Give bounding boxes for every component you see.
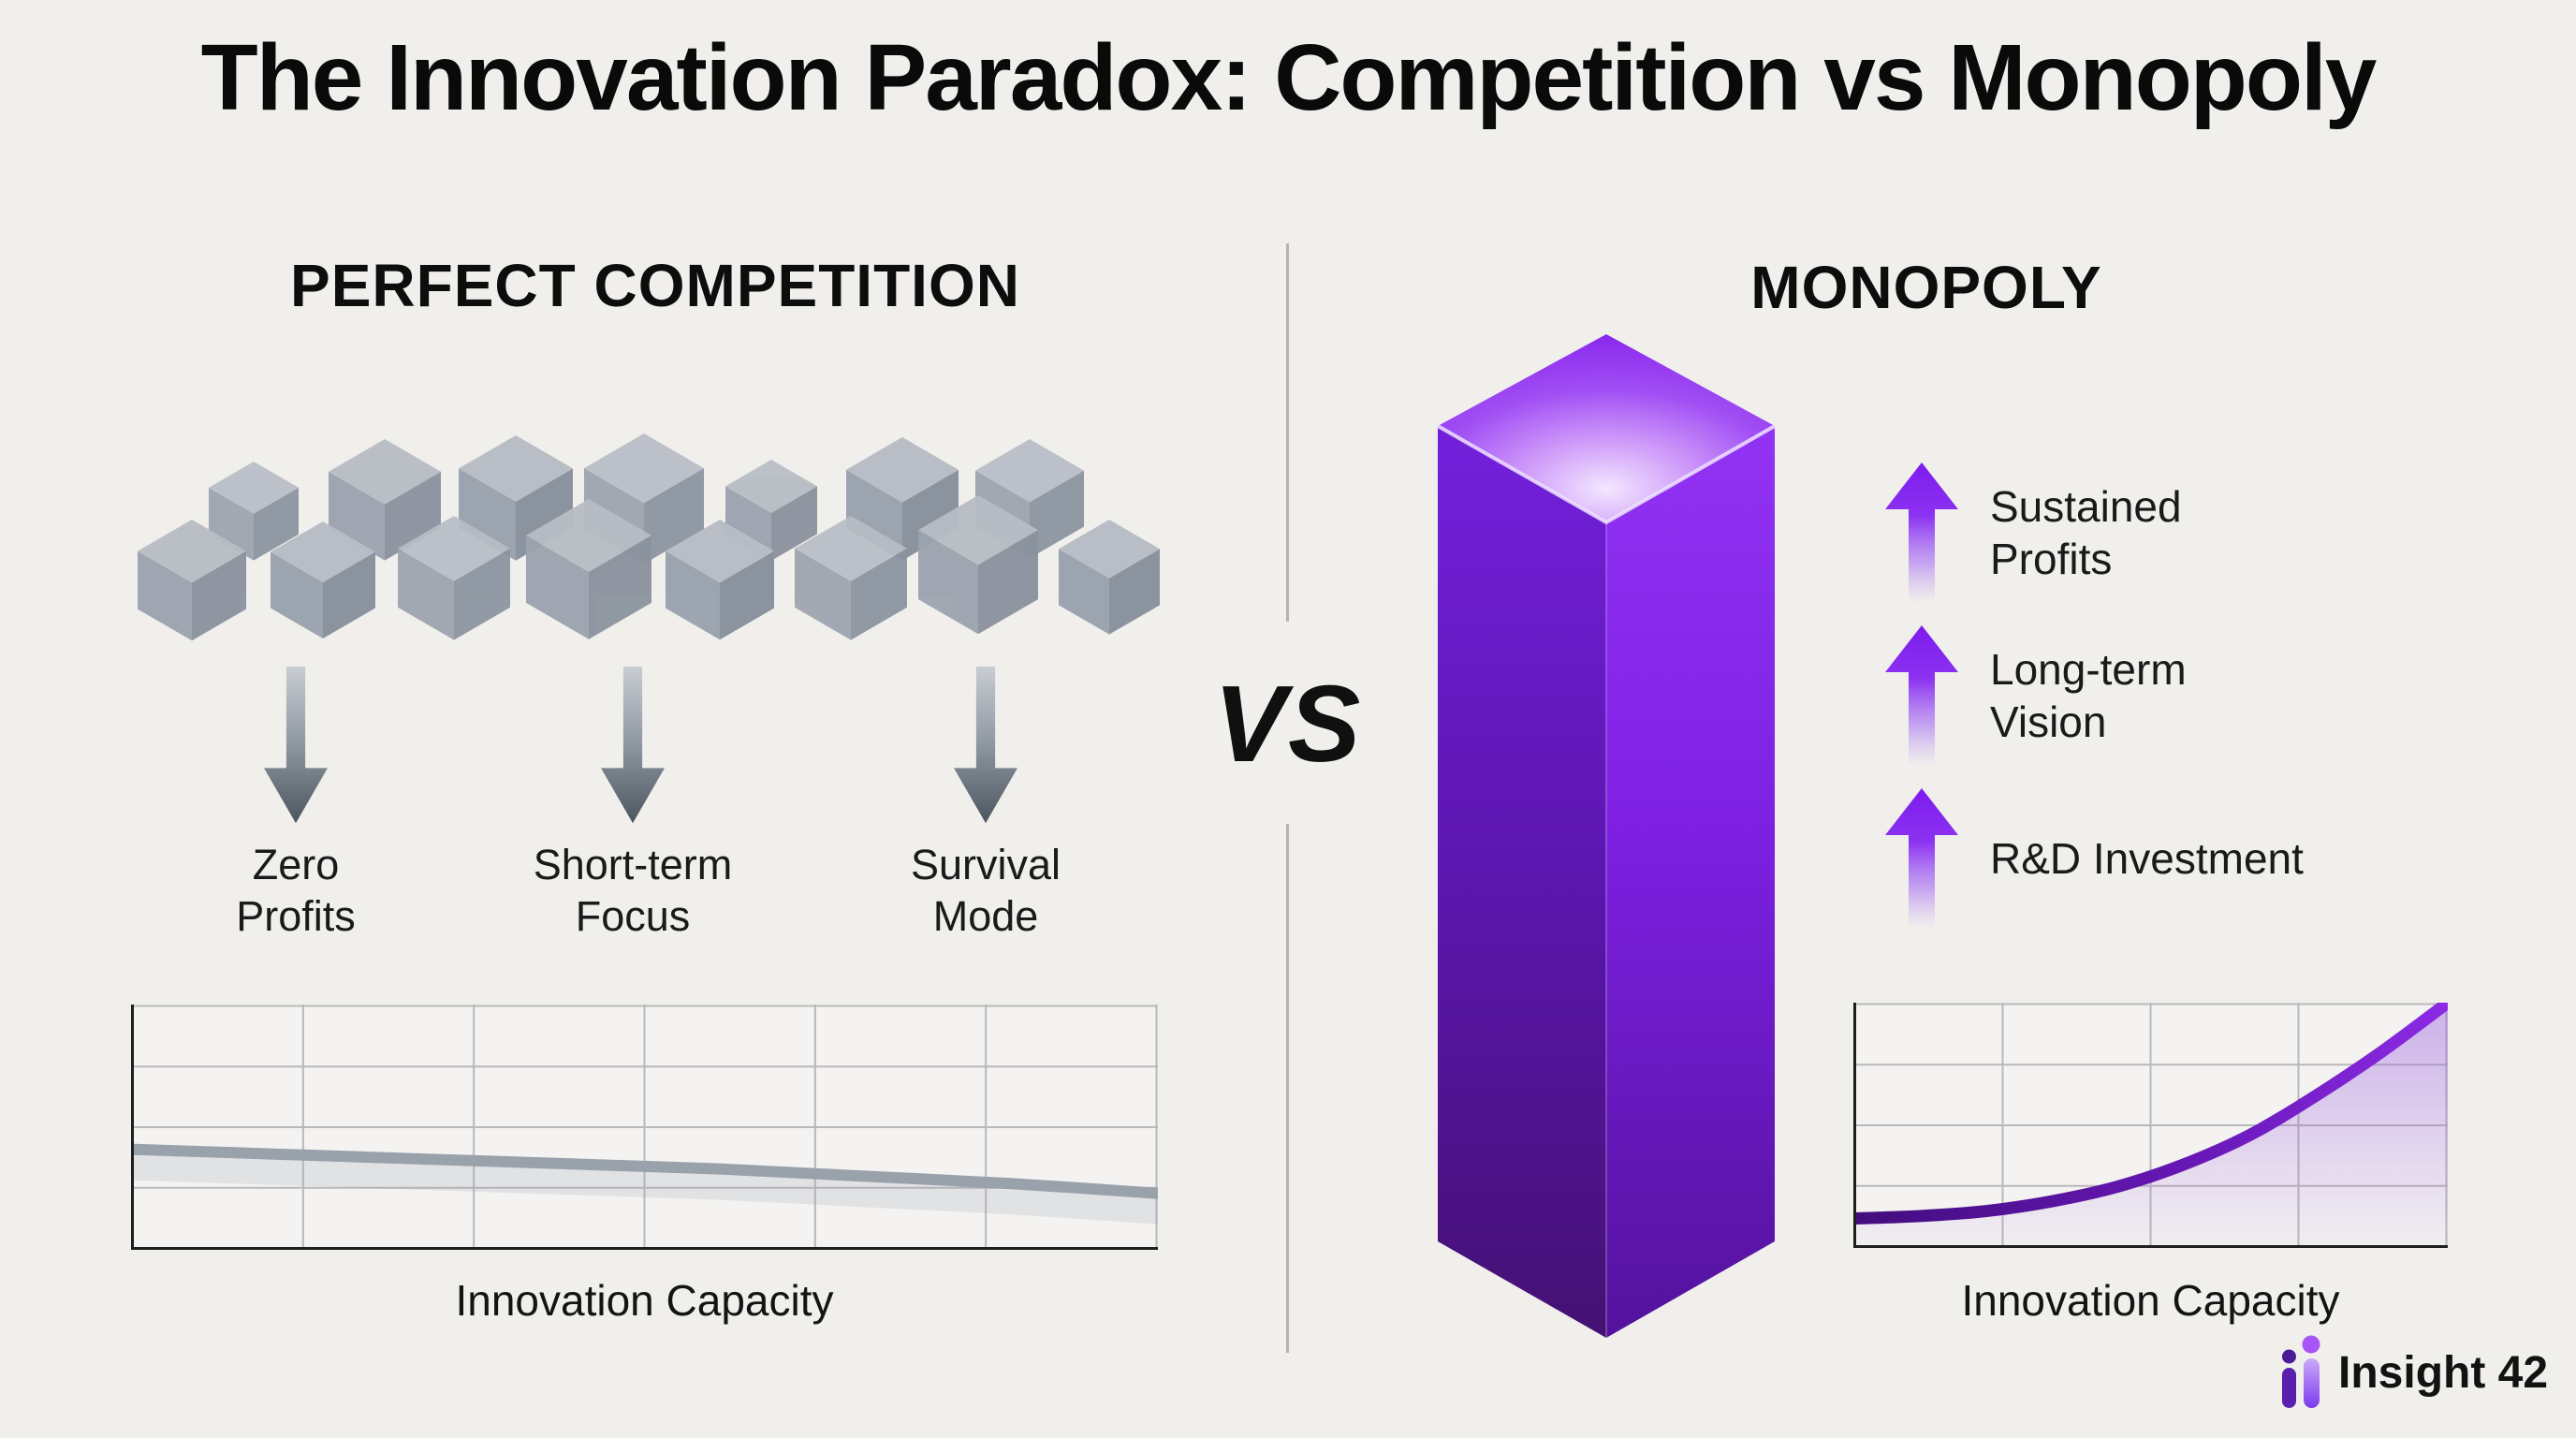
benefit-long-term-vision: Long-term Vision: [1880, 625, 2187, 766]
page-title: The Innovation Paradox: Competition vs M…: [200, 25, 2378, 130]
competition-innovation-chart: [131, 1005, 1158, 1250]
monopoly-innovation-chart: [1853, 1003, 2448, 1248]
right-chart-caption: Innovation Capacity: [1961, 1276, 2340, 1325]
right-section-header: MONOPOLY: [1750, 254, 2102, 321]
benefit-label: R&D Investment: [1990, 834, 2304, 883]
benefit-label: Long-term Vision: [1990, 645, 2187, 746]
down-arrow-icon: [264, 667, 328, 824]
outcome-label: Short-term Focus: [533, 841, 733, 940]
down-arrow-icon: [954, 667, 1017, 824]
outcome-survival-mode: Survival Mode: [817, 667, 1154, 942]
up-arrow-icon: [1885, 462, 1958, 603]
vs-label: VS: [1213, 663, 1363, 785]
brand-logo: Insight 42: [2280, 1333, 2548, 1412]
benefit-sustained-profits: Sustained Profits: [1880, 462, 2182, 603]
insight42-logo-icon: [2282, 1335, 2320, 1408]
benefit-rd-investment: R&D Investment: [1880, 788, 2304, 929]
monopoly-pillar-illustration: [1437, 334, 1776, 1338]
left-chart-caption: Innovation Capacity: [455, 1276, 834, 1325]
outcome-zero-profits: Zero Profits: [127, 667, 464, 942]
competitor-cubes-illustration: [138, 433, 1160, 641]
outcome-label: Survival Mode: [910, 841, 1061, 940]
divider-line-top: [1286, 243, 1289, 622]
outcome-label: Zero Profits: [236, 841, 356, 940]
up-arrow-icon: [1885, 788, 1958, 929]
up-arrow-icon: [1885, 625, 1958, 766]
down-arrow-icon: [601, 667, 665, 824]
left-section-header: PERFECT COMPETITION: [290, 252, 1020, 319]
benefit-label: Sustained Profits: [1990, 482, 2182, 583]
outcome-short-term-focus: Short-term Focus: [464, 667, 801, 942]
divider-line-bottom: [1286, 824, 1289, 1353]
brand-name: Insight 42: [2338, 1347, 2549, 1398]
